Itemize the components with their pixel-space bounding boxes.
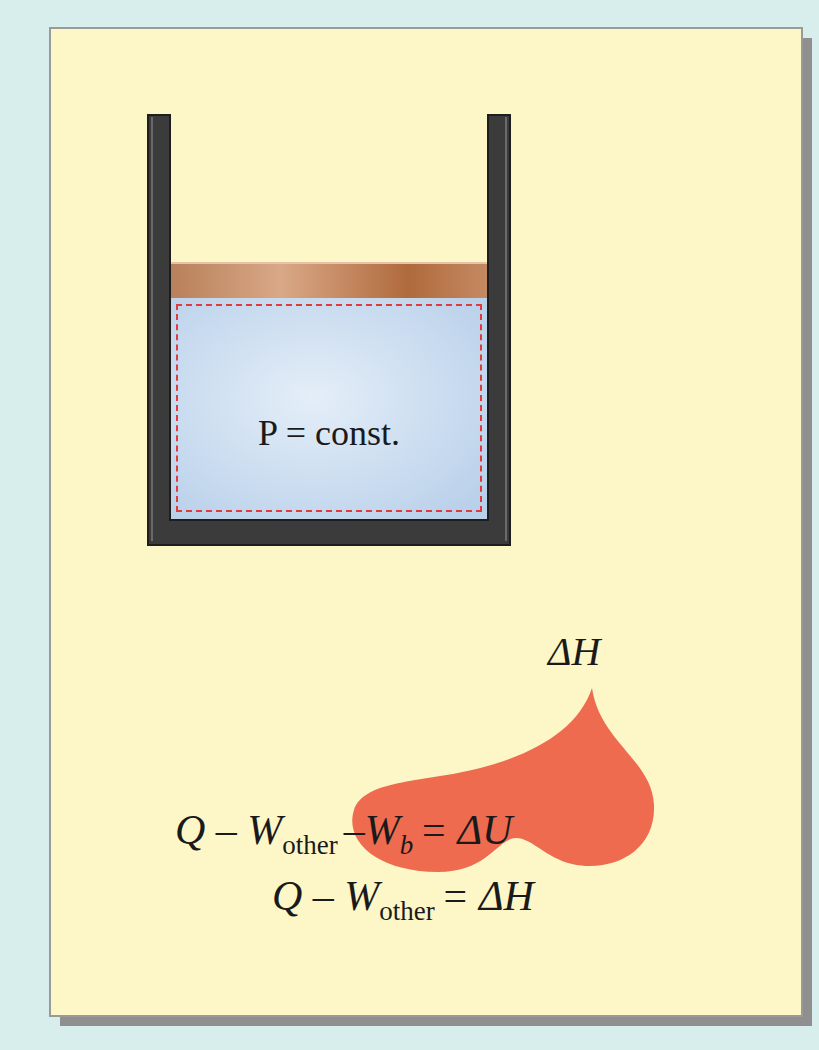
subscript: other [282,830,337,861]
condition-text: P = const. [258,412,400,454]
equation-term: = ΔU [419,806,512,854]
equation: Q – Wother–Wb= ΔU [175,806,512,854]
equation-term: –W [344,806,400,854]
equation-term: Q – W [175,806,282,854]
equation-term: = ΔH [441,872,534,920]
equation-term: Q – W [272,872,379,920]
subscript: b [400,830,414,861]
cylinder-highlight [151,117,153,541]
subscript: other [379,896,434,927]
enthalpy-label: ΔH [548,628,600,675]
equation: Q – Wother= ΔH [272,872,534,920]
cylinder-highlight [505,117,507,541]
card [50,28,802,1016]
system-boundary: P = const. [176,304,482,512]
piston [170,262,488,298]
gas [170,298,488,520]
cylinder [148,115,510,545]
piston-edge [170,262,488,264]
